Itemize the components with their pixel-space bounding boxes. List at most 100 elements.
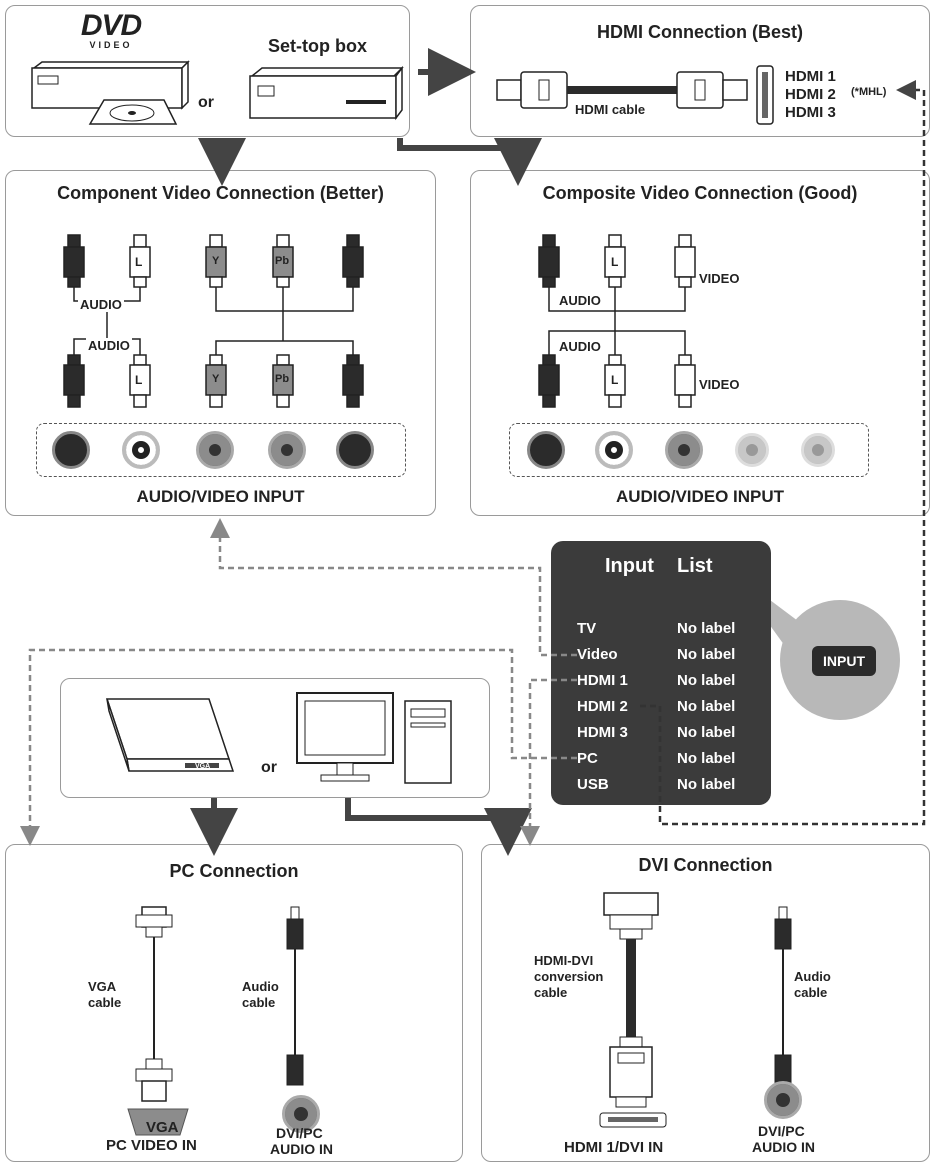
jack-5 [801,433,835,467]
input-row-tv[interactable]: TV [577,620,596,637]
hdmi-port-3-label: HDMI 3 [785,104,836,121]
av-input-jack-row [36,423,406,477]
composite-caption: AUDIO/VIDEO INPUT [615,487,785,506]
audio-in-jack [764,1081,802,1119]
component-cable-icon [63,234,364,408]
jack-4 [735,433,769,467]
component-connection-panel: Component Video Connection (Better) [5,170,436,516]
jack-1 [527,431,565,469]
input-row-label: No label [677,672,736,689]
input-row-hdmi3[interactable]: HDMI 3 [577,724,628,741]
vga-cable-label-line2: cable [88,995,122,1010]
vga-caption-line2: PC VIDEO IN [106,1137,197,1154]
component-panel-title: Component Video Connection (Better) [57,183,384,203]
mhl-note: (*MHL) [851,86,887,98]
input-row-name: Video [577,646,618,663]
plug-label-y-bottom: Y [212,373,220,385]
audio-label-top: AUDIO [78,297,124,312]
input-list-title-list: List [677,555,713,577]
or-label: or [198,94,214,111]
input-row-label: No label [677,750,736,767]
arrow-pc-to-dvi [345,798,532,856]
or-label: or [261,759,277,776]
input-row-hdmi1[interactable]: HDMI 1 [577,672,628,689]
laptop-icon [105,698,235,772]
conv-cable-label-line3: cable [534,985,568,1000]
input-row-label: No label [677,620,736,637]
pc-panel-title: PC Connection [169,861,299,881]
dvi-panel-title: DVI Connection [638,855,773,875]
dvd-logo-sub: VIDEO [89,40,133,50]
jack-3 [196,431,234,469]
audio-label-bottom: AUDIO [86,338,132,353]
input-row-name: HDMI 2 [577,698,628,715]
input-list-panel: Input List TV No label Video No label HD… [551,541,771,805]
jack-5 [336,431,374,469]
hdmi-cable-icon [496,71,748,109]
dvd-logo: DVD VIDEO [66,11,156,51]
vga-port-icon [127,1108,189,1136]
audio-cable-label-line2: cable [242,995,276,1010]
plug-label-y-top: Y [212,255,220,267]
jack-3 [665,431,703,469]
pc-audio-caption-line1: DVI/PC [276,1125,323,1141]
audio-in-jack [282,1095,320,1133]
input-row-usb[interactable]: USB [577,776,609,793]
hdmi-port-icon [756,65,774,125]
conv-cable-label-line1: HDMI-DVI [534,953,594,968]
input-row-name: HDMI 1 [577,672,628,689]
input-row-video[interactable]: Video [577,646,618,663]
input-row-name: TV [577,620,597,637]
vga-cable-label-line1: VGA [88,979,117,994]
input-row-hdmi2[interactable]: HDMI 2 [577,698,628,715]
input-row-name: USB [577,776,609,793]
arrow-source-to-composite [397,138,542,186]
dashed-video-to-component [210,518,577,657]
conv-cable-label-line2: conversion [534,969,604,984]
input-row-pc[interactable]: PC [577,750,598,767]
plug-label-l-top: L [611,255,619,269]
jack-2 [122,431,160,469]
input-row-label: No label [677,698,736,715]
jack-4 [268,431,306,469]
video-label-bottom: VIDEO [699,377,740,392]
input-row-name: HDMI 3 [577,724,628,741]
vga-cable-icon [135,906,173,1102]
pc-source-panel: VGA or [60,678,490,798]
dvd-player-icon [31,60,190,125]
dvi-audio-caption-line1: DVI/PC [758,1123,805,1139]
dvi-audio-caption-line2: AUDIO IN [752,1139,815,1155]
input-row-label: No label [677,776,736,793]
audio-cable-label-line2: cable [794,985,828,1000]
source-panel: DVD VIDEO or Set-top box [5,5,410,137]
plug-label-l-top: L [135,255,143,269]
plug-label-pb-bottom: Pb [275,373,290,385]
jack-2 [595,431,633,469]
input-row-name: PC [577,750,598,767]
dvi-connection-panel: DVI Connection HDMI-DVI conversion cable… [481,844,930,1162]
vga-caption-line1: VGA [146,1119,179,1136]
composite-connection-panel: Composite Video Connection (Good) L L AU… [470,170,930,516]
hdmi-dvi-cable-icon [603,892,659,1108]
input-list-title: Input [605,555,654,577]
plug-label-pb-top: Pb [275,255,290,267]
audio-label-bottom: AUDIO [557,339,603,354]
component-caption: AUDIO/VIDEO INPUT [136,487,305,506]
hdmi-port-1-label: HDMI 1 [785,68,836,85]
pc-audio-caption-line2: AUDIO IN [270,1141,333,1157]
audio-cable-label-line1: Audio [794,969,831,984]
hdmi-connection-panel: HDMI Connection (Best) HDMI cable HDMI 1… [470,5,930,137]
input-row-label: No label [677,724,736,741]
desktop-pc-icon [296,692,452,784]
audio-cable-label-line1: Audio [242,979,279,994]
hdmi-port-2-label: HDMI 2 [785,86,836,103]
hdmi-dvi-caption: HDMI 1/DVI IN [564,1139,664,1156]
hdmi-panel-title: HDMI Connection (Best) [597,22,803,42]
jack-1 [52,431,90,469]
hdmi-cable-label: HDMI cable [575,102,646,117]
set-top-box-icon [249,66,404,121]
audio-label-top: AUDIO [557,293,603,308]
input-button[interactable]: INPUT [812,646,876,676]
laptop-vga-badge: VGA [195,763,211,770]
plug-label-l-bottom: L [135,373,143,387]
